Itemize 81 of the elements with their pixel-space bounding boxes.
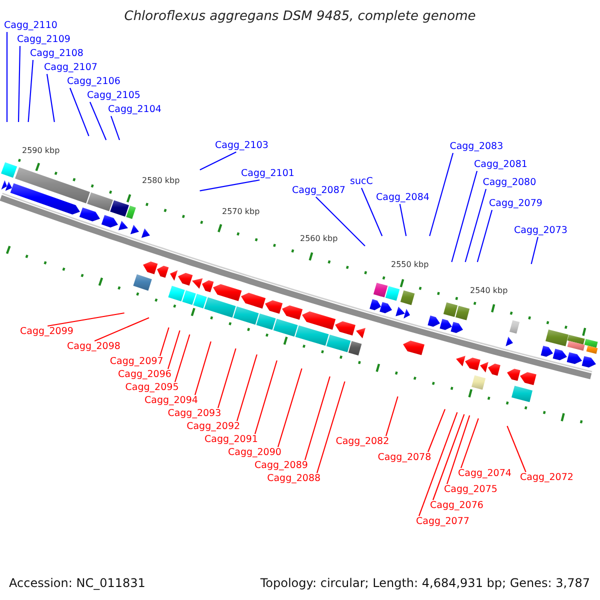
gene-label: Cagg_2076 [430,500,484,512]
gene-label: Cagg_2109 [17,34,70,46]
gene-label: Cagg_2093 [168,408,222,420]
gene-label: Cagg_2097 [110,356,164,368]
scale-label: 2540 kbp [470,286,508,295]
gene-label: Cagg_2106 [67,76,120,88]
gene-label: Cagg_2083 [450,141,504,153]
gene-label: Cagg_2094 [144,395,198,407]
leader-line [254,360,278,434]
gene-label: Cagg_2080 [482,177,536,189]
gene-label: Cagg_2096 [118,369,172,381]
leader-line [316,381,346,474]
leader-line [304,376,330,460]
leader-line [90,102,107,140]
scale-label: 2580 kbp [142,176,180,185]
leader-line [167,330,180,370]
leader-line [6,32,8,122]
leader-line [236,354,258,422]
map-title: Chloroflexus aggregans DSM 9485, complete genome [124,9,476,25]
leader-line [18,46,21,122]
gene-label: Cagg_2090 [228,447,282,459]
gene-label: Cagg_2084 [376,192,430,204]
gene-label: Cagg_2091 [204,434,258,446]
leader-line [385,396,398,436]
leader-line [476,210,493,262]
leader-line [28,60,34,122]
leader-line [446,415,470,484]
leader-line [200,179,260,192]
leader-line [277,368,302,448]
leader-line [217,348,236,408]
gene-label: Cagg_2107 [44,62,98,74]
gene-label: Cagg_2074 [458,468,512,480]
gene-label: Cagg_2099 [20,326,74,338]
gene-label: Cagg_2075 [444,484,498,496]
gene-label: Cagg_2104 [108,104,162,116]
gene-label: Cagg_2082 [336,436,390,448]
gene-label: Cagg_2078 [378,452,432,464]
gene-label: Cagg_2092 [186,421,240,433]
scale-label: 2560 kbp [300,234,338,243]
scale-label: 2550 kbp [391,260,429,269]
leader-line [432,414,465,500]
leader-line [427,409,446,452]
gene-label: Cagg_2110 [4,20,58,32]
gene-label: Cagg_2088 [267,473,321,485]
gene-label: Cagg_2089 [254,460,308,472]
leader-line [69,88,90,136]
leader-line [506,426,526,472]
gene-label: Cagg_2101 [241,168,294,180]
gene-label: Cagg_2077 [416,516,470,528]
leader-line [530,236,538,264]
gene-label: Cagg_2072 [520,472,574,484]
gene-label: Cagg_2087 [292,185,346,197]
gene-label: Cagg_2079 [489,198,542,210]
scale-label: 2590 kbp [22,146,60,155]
gene-label: Cagg_2105 [87,90,140,102]
leader-line [159,327,170,356]
leader-line [316,196,366,246]
gene-label: Cagg_2095 [125,382,179,394]
leader-line [110,116,120,140]
leader-line [451,170,478,262]
accession-label: Accession: NC_011831 [9,576,146,590]
leader-line [194,341,212,396]
genome-summary: Topology: circular; Length: 4,684,931 bp; Genes: 3,787 [260,576,590,590]
gene-label: Cagg_2081 [474,159,528,171]
leader-line [48,312,124,327]
leader-line [94,317,150,342]
gene-label: Cagg_2073 [514,225,568,237]
leader-line [361,188,383,236]
leader-line [399,204,407,236]
leader-line [418,412,458,516]
leader-line [429,152,454,236]
leader-line [174,334,190,382]
leader-line [46,74,55,122]
leader-line [460,418,479,468]
gene-label: Cagg_2108 [30,48,84,60]
scale-label: 2570 kbp [222,207,260,216]
gene-label: Cagg_2098 [67,341,120,353]
gene-label: sucC [350,176,373,188]
gene-label: Cagg_2103 [215,140,268,152]
leader-line [464,188,487,262]
leader-line [200,152,236,170]
